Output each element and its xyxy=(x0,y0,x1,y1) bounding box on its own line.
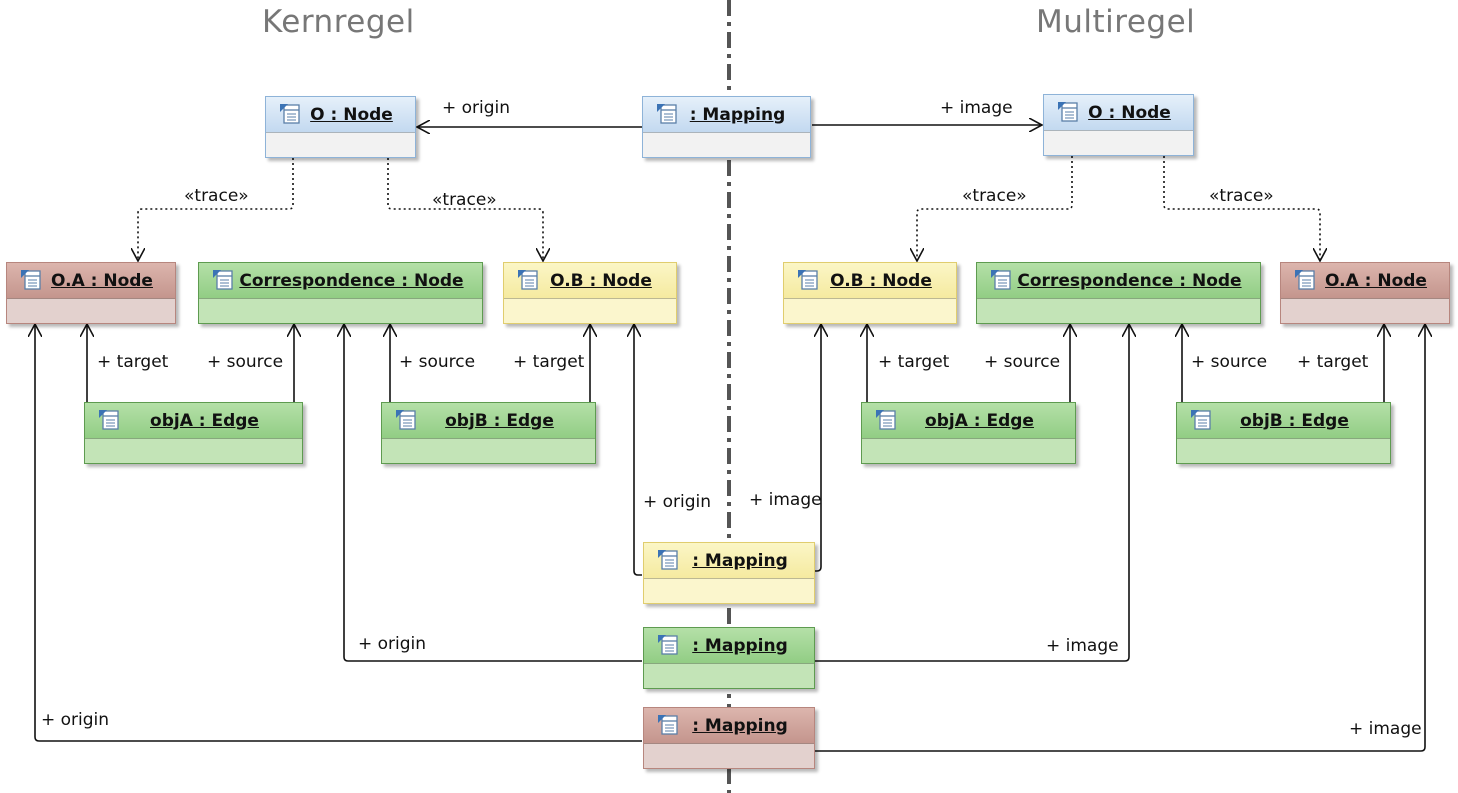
node-objA-left[interactable]: objA : Edge xyxy=(84,402,303,464)
node-mapping-yellow[interactable]: : Mapping xyxy=(643,542,815,604)
label-trace: «trace» xyxy=(432,190,497,210)
trace-arrow-right-b xyxy=(1163,156,1320,261)
label-target: + target xyxy=(1297,352,1369,372)
label-origin-yellow: + origin xyxy=(643,492,712,512)
label-origin-green: + origin xyxy=(358,634,427,654)
origin-arrow-red xyxy=(35,324,642,742)
label-source: + source xyxy=(399,352,476,372)
class-instance-icon xyxy=(1189,408,1213,432)
node-title: O.B : Node xyxy=(830,270,932,291)
class-instance-icon xyxy=(655,102,679,126)
node-mapping-top[interactable]: : Mapping xyxy=(642,96,811,158)
trace-arrow-right-a xyxy=(917,156,1073,261)
label-origin-red: + origin xyxy=(41,710,110,730)
class-instance-icon xyxy=(211,268,235,292)
class-instance-icon xyxy=(1293,268,1317,292)
label-trace: «trace» xyxy=(962,186,1027,206)
node-correspondence-right[interactable]: Correspondence : Node xyxy=(976,262,1261,324)
node-title: : Mapping xyxy=(689,104,786,125)
label-image-green: + image xyxy=(1046,636,1119,656)
label-image-red: + image xyxy=(1349,719,1422,739)
label-trace: «trace» xyxy=(184,186,249,206)
label-source: + source xyxy=(207,352,284,372)
label-image-yellow: + image xyxy=(749,490,822,510)
node-title: O : Node xyxy=(310,104,393,125)
node-title: : Mapping xyxy=(692,635,788,656)
label-source: + source xyxy=(984,352,1061,372)
label-trace: «trace» xyxy=(1209,186,1274,206)
node-title: O.A : Node xyxy=(51,270,153,291)
class-instance-icon xyxy=(97,408,121,432)
node-oa-left[interactable]: O.A : Node xyxy=(6,262,176,324)
label-origin-top: + origin xyxy=(442,98,511,118)
image-arrow-green xyxy=(815,324,1129,662)
class-instance-icon xyxy=(796,268,820,292)
class-instance-icon xyxy=(1056,100,1080,124)
node-objB-right[interactable]: objB : Edge xyxy=(1176,402,1391,464)
class-instance-icon xyxy=(656,633,680,657)
class-instance-icon xyxy=(19,268,43,292)
node-title: O.A : Node xyxy=(1325,270,1427,291)
label-target: + target xyxy=(97,352,169,372)
class-instance-icon xyxy=(874,408,898,432)
node-objB-left[interactable]: objB : Edge xyxy=(381,402,596,464)
node-o-left[interactable]: O : Node xyxy=(265,96,416,158)
image-arrow-red xyxy=(815,324,1425,752)
node-title: O.B : Node xyxy=(550,270,652,291)
node-title: objB : Edge xyxy=(445,410,554,431)
origin-arrow-yellow xyxy=(634,324,642,576)
node-title: Correspondence : Node xyxy=(1017,270,1242,291)
label-target: + target xyxy=(878,352,950,372)
node-correspondence-left[interactable]: Correspondence : Node xyxy=(198,262,483,324)
heading-multiregel: Multiregel xyxy=(1036,4,1196,40)
node-objA-right[interactable]: objA : Edge xyxy=(861,402,1076,464)
node-title: objA : Edge xyxy=(150,410,259,431)
node-mapping-red[interactable]: : Mapping xyxy=(643,707,815,769)
node-title: O : Node xyxy=(1088,102,1171,123)
node-title: objB : Edge xyxy=(1240,410,1349,431)
node-oa-right[interactable]: O.A : Node xyxy=(1280,262,1450,324)
label-image-top: + image xyxy=(940,98,1013,118)
node-o-right[interactable]: O : Node xyxy=(1043,94,1194,156)
class-instance-icon xyxy=(278,102,302,126)
node-ob-right[interactable]: O.B : Node xyxy=(783,262,957,324)
origin-arrow-green xyxy=(344,324,642,662)
node-title: objA : Edge xyxy=(925,410,1034,431)
class-instance-icon xyxy=(516,268,540,292)
trace-arrow-left-b xyxy=(387,158,543,261)
trace-arrow-left-a xyxy=(138,158,294,261)
node-ob-left[interactable]: O.B : Node xyxy=(503,262,677,324)
node-title: : Mapping xyxy=(692,550,788,571)
node-title: Correspondence : Node xyxy=(239,270,464,291)
class-instance-icon xyxy=(989,268,1013,292)
label-target: + target xyxy=(513,352,585,372)
class-instance-icon xyxy=(394,408,418,432)
class-instance-icon xyxy=(656,548,680,572)
node-mapping-green[interactable]: : Mapping xyxy=(643,627,815,689)
label-source: + source xyxy=(1191,352,1268,372)
class-instance-icon xyxy=(656,713,680,737)
image-arrow-yellow xyxy=(815,324,821,572)
heading-kernregel: Kernregel xyxy=(262,4,415,40)
node-title: : Mapping xyxy=(692,715,788,736)
